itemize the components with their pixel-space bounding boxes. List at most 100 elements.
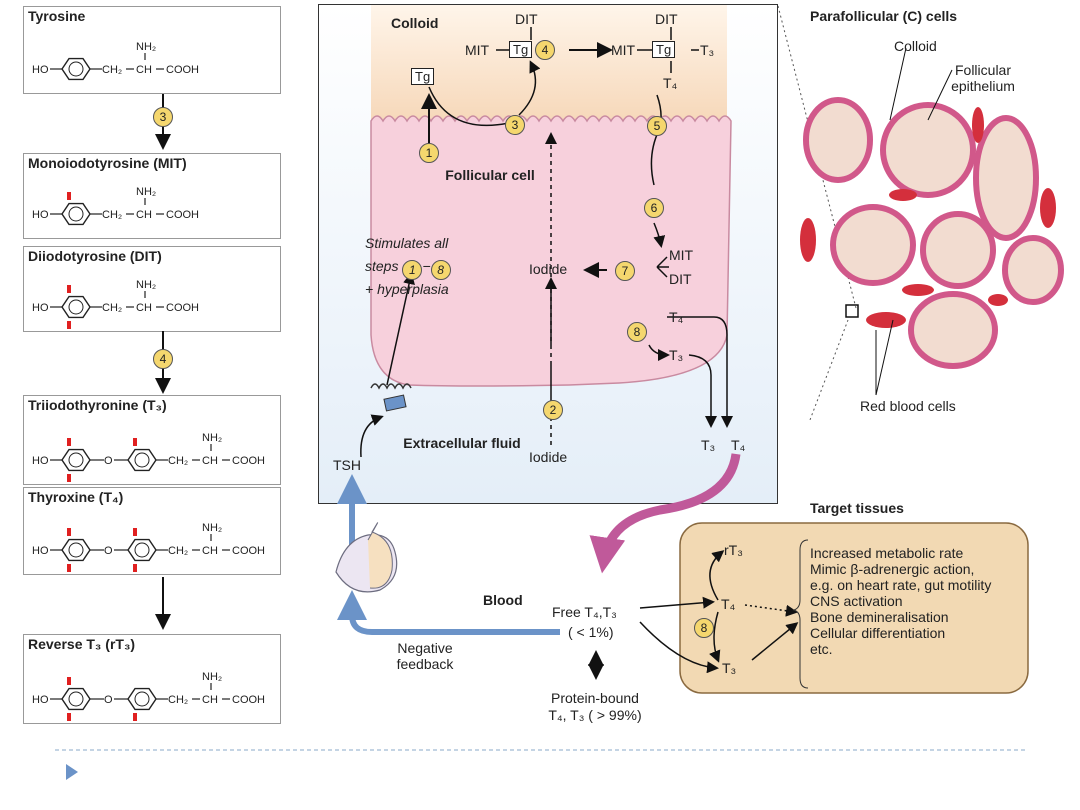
step-1: 1: [419, 143, 439, 163]
step-3-structures: 3: [153, 107, 173, 127]
epithelium-label: Follicular epithelium: [951, 62, 1015, 94]
free-hormone-label: Free T₄,T₃: [552, 604, 617, 620]
dit-label-1: DIT: [515, 11, 538, 27]
stimulates-label: Stimulates all: [365, 235, 449, 251]
follicle-6: [1002, 235, 1064, 305]
formula-text: COOH: [232, 694, 265, 706]
formula-text: NH₂: [136, 186, 156, 198]
formula-text: O: [104, 694, 113, 706]
step-2: 2: [543, 400, 563, 420]
mit-label-2: MIT: [611, 42, 636, 58]
tg-box-2: Tg: [652, 41, 676, 58]
tg-box-3: Tg: [411, 68, 435, 85]
structure-name: Reverse T₃ (rT₃): [28, 636, 136, 652]
effect-item: Increased metabolic rate: [810, 545, 964, 561]
formula-text: NH₂: [202, 432, 222, 444]
t4-label-colloid: T₄: [663, 75, 678, 91]
formula-text: CH₂: [168, 545, 188, 557]
parafollicular-label: Parafollicular (C) cells: [810, 8, 958, 24]
benzene-ring: [127, 687, 157, 711]
formula-text: CH₂: [168, 694, 188, 706]
protein-bound-label: Protein-bound: [551, 690, 639, 706]
formula-text: CH₂: [102, 302, 122, 314]
formula-text: COOH: [166, 209, 199, 221]
effect-item: Cellular differentiation: [810, 625, 946, 641]
rbc-label: Red blood cells: [860, 398, 956, 414]
steps-label: steps 1−8: [365, 257, 451, 280]
mit-label-1: MIT: [465, 42, 490, 58]
step-6: 6: [644, 198, 664, 218]
effects-list: Increased metabolic rate Mimic β-adrener…: [810, 545, 991, 657]
colloid-hist-label: Colloid: [894, 38, 937, 54]
target-tissues-title: Target tissues: [810, 500, 904, 516]
tsh-label: TSH: [333, 457, 361, 473]
step-1-ref: 1: [402, 260, 423, 280]
t3-label-colloid: T₃: [700, 42, 715, 58]
structure-card: Thyroxine (T₄) HO O CH₂ CH COOH NH₂: [23, 487, 281, 575]
structure-formula: HO CH₂ CH COOH NH₂: [32, 41, 199, 81]
formula-text: NH₂: [136, 279, 156, 291]
formula-text: O: [104, 455, 113, 467]
structure-formula: HO CH₂ CH COOH NH₂: [32, 186, 199, 226]
step-4-colloid: 4: [535, 40, 555, 60]
benzene-ring: [61, 57, 91, 81]
t3-cell-label: T₃: [669, 347, 684, 363]
follicle-3: [973, 115, 1039, 241]
follicle-7: [908, 291, 998, 369]
structure-name: Tyrosine: [28, 8, 86, 24]
formula-text: CH₂: [102, 209, 122, 221]
formula-text: CH: [202, 545, 218, 557]
extracellular-fluid-label: Extracellular fluid: [403, 435, 521, 451]
iodide-cell-label: Iodide: [529, 261, 568, 277]
follicular-cell-label: Follicular cell: [445, 167, 535, 183]
step-8-target: 8: [694, 618, 714, 638]
follicle-panel: Colloid DIT DIT MIT Tg MIT Tg T₃ T₄ Tg 4…: [318, 4, 778, 504]
formula-text: CH: [136, 209, 152, 221]
benzene-ring: [61, 687, 91, 711]
follicle-4: [830, 204, 916, 286]
formula-text: HO: [32, 209, 49, 221]
effect-item: e.g. on heart rate, gut motility: [810, 577, 992, 593]
formula-text: CH₂: [102, 64, 122, 76]
structure-name: Thyroxine (T₄): [28, 489, 124, 505]
formula-text: NH₂: [136, 41, 156, 53]
step-3-cell: 3: [505, 115, 525, 135]
tsh-receptor: [383, 394, 407, 412]
iodide-ecf-label: Iodide: [529, 449, 568, 465]
formula-text: HO: [32, 694, 49, 706]
blood-label: Blood: [483, 592, 523, 608]
t4-target-label: T₄: [721, 596, 736, 612]
formula-text: HO: [32, 64, 49, 76]
follicle-graphics: [319, 5, 777, 503]
formula-text: O: [104, 545, 113, 557]
effect-item: CNS activation: [810, 593, 903, 609]
benzene-ring: [127, 448, 157, 472]
step-5: 5: [647, 116, 667, 136]
protein-bound-pct-label: T₄, T₃ ( > 99%): [548, 707, 642, 723]
step-4-structures: 4: [153, 349, 173, 369]
formula-text: COOH: [232, 545, 265, 557]
histology-panel: Parafollicular (C) cells Colloid Follicu…: [778, 0, 1078, 420]
formula-text: COOH: [166, 302, 199, 314]
formula-text: COOH: [166, 64, 199, 76]
formula-text: CH: [136, 64, 152, 76]
formula-text: NH₂: [202, 522, 222, 534]
t4-out-label: T₄: [731, 437, 746, 453]
histology-graphic: [778, 5, 1064, 420]
step-8-cell: 8: [627, 322, 647, 342]
hyperplasia-label: + hyperplasia: [365, 281, 449, 297]
formula-text: CH: [202, 694, 218, 706]
formula-text: HO: [32, 455, 49, 467]
benzene-ring: [61, 295, 91, 319]
formula-text: HO: [32, 545, 49, 557]
dit-cell-label: DIT: [669, 271, 692, 287]
dit-label-2: DIT: [655, 11, 678, 27]
